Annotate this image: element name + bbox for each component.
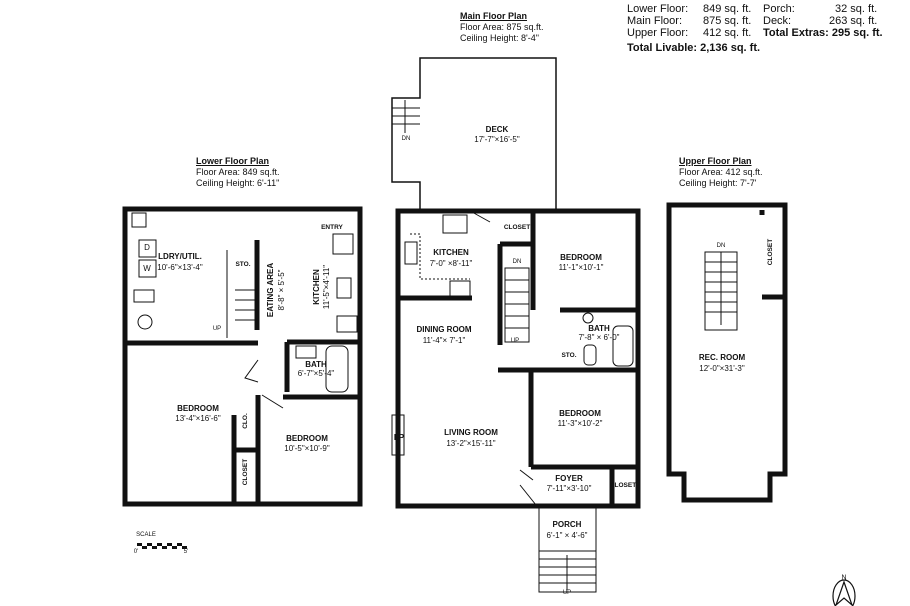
lower-stair-label: UP xyxy=(212,326,222,332)
room-living-name: LIVING ROOM xyxy=(444,428,498,437)
upper-plan-ceiling: Ceiling Height: 7'-7' xyxy=(679,178,757,188)
deck-outline xyxy=(391,57,557,212)
room-bedroom1-name: BEDROOM xyxy=(560,253,602,262)
room-bedroom1-dims: 11'-1"×10'-1" xyxy=(558,263,604,272)
room-bedroom1-dims: 13'-4"×16'-6" xyxy=(175,414,221,423)
room-storage-name: STO. xyxy=(561,351,577,359)
room-bath-dims: 7'-8" × 6'-0" xyxy=(578,333,620,342)
fireplace-label: FP xyxy=(393,433,405,442)
porch-value: 32 sq. ft. xyxy=(835,3,878,15)
room-laundry-dims: 10'-6"×13'-4" xyxy=(157,263,203,272)
scale-label: SCALE xyxy=(136,532,156,538)
main-plan-fixtures xyxy=(391,211,634,593)
deck-label: Deck: xyxy=(763,15,792,27)
room-kitchen-name: KITCHEN xyxy=(433,248,469,257)
porch-label: Porch: xyxy=(763,3,795,15)
room-eating-dims: 8'-8" × 5'-5" xyxy=(277,269,286,311)
room-bedroom1-name: BEDROOM xyxy=(177,404,219,413)
room-clo-name: CLO. xyxy=(241,413,249,429)
room-eating-name: EATING AREA xyxy=(266,262,275,318)
main-plan-header: Main Floor Plan Floor Area: 875 sq.ft. C… xyxy=(460,11,544,44)
main-plan-walls xyxy=(395,208,641,509)
upper-plan-title: Upper Floor Plan xyxy=(679,156,752,166)
dryer-label: D xyxy=(144,243,150,252)
stair-dn-label: DN xyxy=(512,259,522,265)
main-plan-title: Main Floor Plan xyxy=(460,11,528,21)
lower-floor-label: Lower Floor: xyxy=(627,3,689,15)
main-plan-area: Floor Area: 875 sq.ft. xyxy=(460,22,544,32)
room-deck-dims: 17'-7"×16'-5" xyxy=(474,135,520,144)
room-bath-dims: 6'-7"×5'-4" xyxy=(297,369,335,378)
upper-stair xyxy=(704,251,738,331)
room-bedroom2-name: BEDROOM xyxy=(286,434,328,443)
deck-stair-label: DN xyxy=(401,136,411,142)
room-rec-name: REC. ROOM xyxy=(698,353,746,362)
north-label: N xyxy=(841,574,847,582)
room-kitchen-dims: 7'-0" ×8'-11" xyxy=(429,259,473,268)
lower-plan-header: Lower Floor Plan Floor Area: 849 sq.ft. … xyxy=(196,156,280,189)
main-floor-value: 875 sq. ft. xyxy=(703,15,752,27)
lower-floor-value: 849 sq. ft. xyxy=(703,3,752,15)
upper-plan-walls xyxy=(666,202,788,503)
upper-stair-label: DN xyxy=(716,243,726,249)
summary-area-table: Lower Floor:849 sq. ft.Porch:32 sq. ft. … xyxy=(627,3,883,54)
room-kitchen-dims: 11'-5"×4'-11" xyxy=(322,264,331,310)
room-living-dims: 13'-2"×15'-11" xyxy=(446,439,496,448)
main-floor-label: Main Floor: xyxy=(627,15,683,27)
room-bedroom2-dims: 10'-5"×10'-9" xyxy=(284,444,330,453)
lower-plan-ceiling: Ceiling Height: 6'-11" xyxy=(196,178,280,188)
upper-floor-label: Upper Floor: xyxy=(627,27,689,39)
washer-label: W xyxy=(143,264,151,273)
room-entry-name: ENTRY xyxy=(321,223,343,231)
room-dining-dims: 11'-4"× 7'-1" xyxy=(422,336,466,345)
room-closet1-name: CLOSET xyxy=(503,223,531,231)
lower-plan-walls xyxy=(122,206,363,507)
room-kitchen-name: KITCHEN xyxy=(312,269,321,305)
lower-plan-title: Lower Floor Plan xyxy=(196,156,270,166)
scale-bar xyxy=(137,543,187,549)
total-extras: Total Extras: 295 sq. ft. xyxy=(763,27,883,39)
room-bedroom2-dims: 11'-3"×10'-2" xyxy=(557,419,603,428)
room-closet2-name: CLOSET xyxy=(609,481,637,489)
upper-floor-value: 412 sq. ft. xyxy=(703,27,752,39)
room-dining-name: DINING ROOM xyxy=(416,325,472,334)
room-closet-name: CLOSET xyxy=(241,458,249,486)
room-laundry-name: LDRY/UTIL. xyxy=(158,252,202,261)
north-arrow-icon xyxy=(832,579,856,606)
stair-up-label: UP xyxy=(510,338,520,344)
room-foyer-name: FOYER xyxy=(555,474,583,483)
room-rec-dims: 12'-0"×31'-3" xyxy=(699,364,745,373)
room-storage-name: STO. xyxy=(235,260,251,268)
lower-plan-fixtures xyxy=(131,212,358,409)
room-bath-name: BATH xyxy=(305,360,327,369)
room-porch-name: PORCH xyxy=(552,520,582,529)
room-bath-name: BATH xyxy=(588,324,610,333)
room-bedroom2-name: BEDROOM xyxy=(559,409,601,418)
deck-stair xyxy=(392,100,420,133)
room-closet-name: CLOSET xyxy=(766,238,774,266)
upper-plan-header: Upper Floor Plan Floor Area: 412 sq.ft. … xyxy=(679,156,763,189)
room-deck-name: DECK xyxy=(485,125,509,134)
scale-end: 5' xyxy=(183,549,189,555)
deck-value: 263 sq. ft. xyxy=(829,15,878,27)
upper-plan-area: Floor Area: 412 sq.ft. xyxy=(679,167,763,177)
scale-start: 0' xyxy=(133,549,139,555)
porch-stair-label: UP xyxy=(562,590,572,596)
total-livable: Total Livable: 2,136 sq. ft. xyxy=(627,42,761,54)
room-porch-dims: 6'-1" × 4'-6" xyxy=(546,531,588,540)
main-plan-ceiling: Ceiling Height: 8'-4" xyxy=(460,33,539,43)
room-foyer-dims: 7'-11"×3'-10" xyxy=(546,484,592,493)
lower-plan-area: Floor Area: 849 sq.ft. xyxy=(196,167,280,177)
